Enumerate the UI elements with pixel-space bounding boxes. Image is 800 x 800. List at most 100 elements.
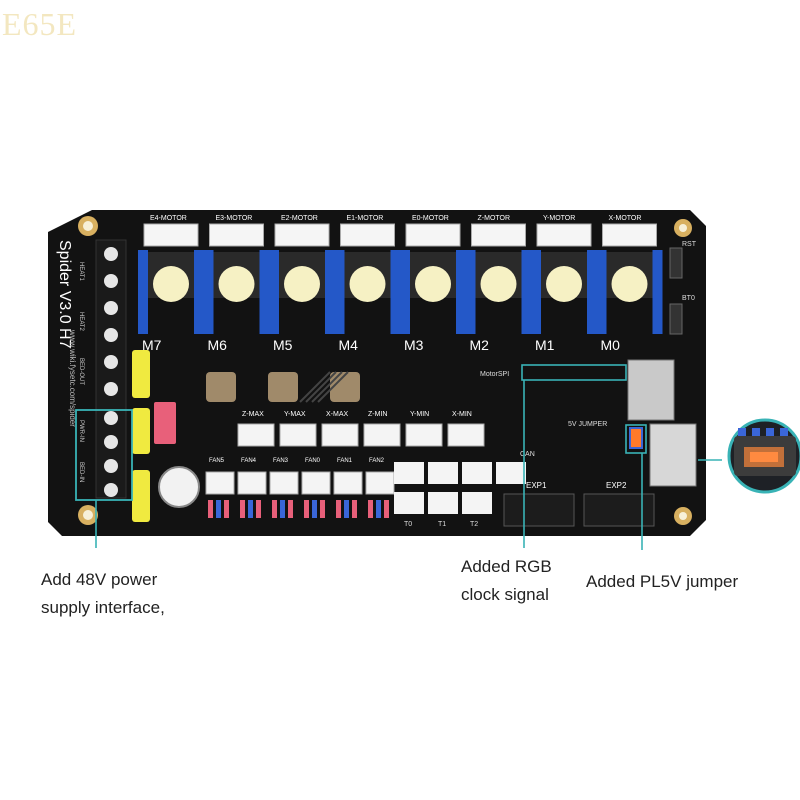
boot-button [669,303,683,335]
inductor [206,372,236,402]
terminal-label: HEAT1 [78,262,84,282]
motor-header-label: Z-MOTOR [478,215,511,222]
driver-label: M5 [273,337,293,353]
inductor [330,372,360,402]
fan-connector: FAN5 [205,458,235,518]
pcb-hatch [299,371,349,403]
motor-headers: E4-MOTOR E3-MOTOR E2-MOTOR E1-MOTOR E0-MOTOR… [143,215,657,247]
exp2-label: EXP2 [606,481,627,490]
stepper-driver: M4 [334,250,401,353]
motor-header-label: E3-MOTOR [216,215,253,222]
fan-label: FAN1 [337,458,353,464]
motor-header-label: Y-MOTOR [543,215,575,222]
fan-label: FAN5 [209,458,225,464]
motor-header-label: E2-MOTOR [281,215,318,222]
bt0-label: BT0 [682,295,695,302]
fuse-yellow [132,470,150,522]
highlight-power [75,409,133,501]
fan-connectors: FAN5 FAN4 FAN3 FAN0 FAN1 FAN2 [205,458,395,518]
capacitor [158,466,200,508]
callout-power-line1: Add 48V power [41,570,158,589]
driver-label: M4 [339,337,359,353]
exp1-label: EXP1 [526,481,547,490]
motor-header: E3-MOTOR [209,215,264,247]
motor-header-label: X-MOTOR [609,215,642,222]
sd-card-slot [627,359,675,421]
usb-port [649,423,697,487]
watermark: E65E [2,6,78,42]
stepper-driver: M5 [269,250,335,353]
stepper-driver: M2 [465,250,532,353]
fuse-yellow [132,408,150,454]
endstop-connectors: Z-MAX Y-MAX X-MAX Z-MIN Y-MIN X-MIN [237,411,485,447]
endstop-label: X-MIN [452,411,472,418]
endstop-connector: Z-MIN [363,411,401,447]
highlight-pl5v [625,424,647,454]
fan-label: FAN2 [369,458,385,464]
fuse-yellow [132,350,150,398]
terminal-label: PWR-IN [78,420,84,442]
fan-connector: FAN3 [269,458,299,518]
zoom-inset [727,418,800,494]
callout-rgb-line2: clock signal [461,585,549,604]
callout-rgb-line1: Added RGB [461,557,552,576]
callout-pl5v: Added PL5V jumper [586,572,739,591]
motor-header: E2-MOTOR [274,215,330,247]
fan-label: FAN3 [273,458,289,464]
board-name: Spider V3.0 H7 [56,240,73,349]
callout-rgb: Added RGB clock signal [461,553,552,609]
motor-header: X-MOTOR [602,215,657,247]
driver-label: M7 [142,337,162,353]
driver-label: M0 [601,337,621,353]
terminal-labels: HEAT1 HEAT2 BED-OUT PWR-IN BED-IN [78,262,84,482]
motor-header-label: E4-MOTOR [150,215,187,222]
motor-header: E0-MOTOR [405,215,461,247]
endstop-label: X-MAX [326,411,349,418]
terminal-label: HEAT2 [78,312,84,332]
driver-label: M6 [208,337,228,353]
power-terminal-block [95,239,127,499]
fan-connector: FAN0 [301,458,331,518]
stepper-driver: M0 [596,250,663,353]
driver-label: M1 [535,337,555,353]
motor-header: E4-MOTOR [143,215,199,247]
reset-button [669,247,683,279]
board-url: www.wiki.fysetc.com/spider [68,329,77,427]
thermistor-label: T1 [438,521,446,528]
mount-holes [78,216,692,525]
rst-label: RST [682,241,697,248]
endstop-connector: X-MIN [447,411,485,447]
endstop-label: Y-MAX [284,411,306,418]
thermistor-connectors [394,462,526,514]
endstop-connector: X-MAX [321,411,359,447]
fan-connector: FAN1 [333,458,363,518]
endstop-connector: Y-MAX [279,411,317,447]
motor-header: Y-MOTOR [536,215,592,247]
pl5v-jumper [629,427,643,449]
terminal-label: BED-OUT [78,358,84,385]
driver-label: M3 [404,337,424,353]
fan-connector: FAN4 [237,458,267,518]
fan-label: FAN0 [305,458,321,464]
motorspi-label: MotorSPI [480,371,509,378]
callout-power-line2: supply interface, [41,598,165,617]
fuse-pink [154,402,176,444]
stepper-driver: M7 [138,250,204,353]
stepper-driver: M1 [531,250,597,353]
endstop-label: Z-MAX [242,411,264,418]
motor-header: Z-MOTOR [471,215,526,247]
endstop-connector: Z-MAX [237,411,275,447]
terminal-label: BED-IN [78,462,84,482]
callout-power: Add 48V power supply interface, [41,566,165,622]
stepper-driver: M6 [203,250,270,353]
endstop-label: Y-MIN [410,411,429,418]
thermistor-label: T2 [470,521,478,528]
highlight-rgb [521,364,627,381]
motor-header-label: E0-MOTOR [412,215,449,222]
motor-header: E1-MOTOR [340,215,395,247]
can-label: CAN [520,451,535,458]
thermistor-label: T0 [404,521,412,528]
motor-header-label: E1-MOTOR [347,215,384,222]
